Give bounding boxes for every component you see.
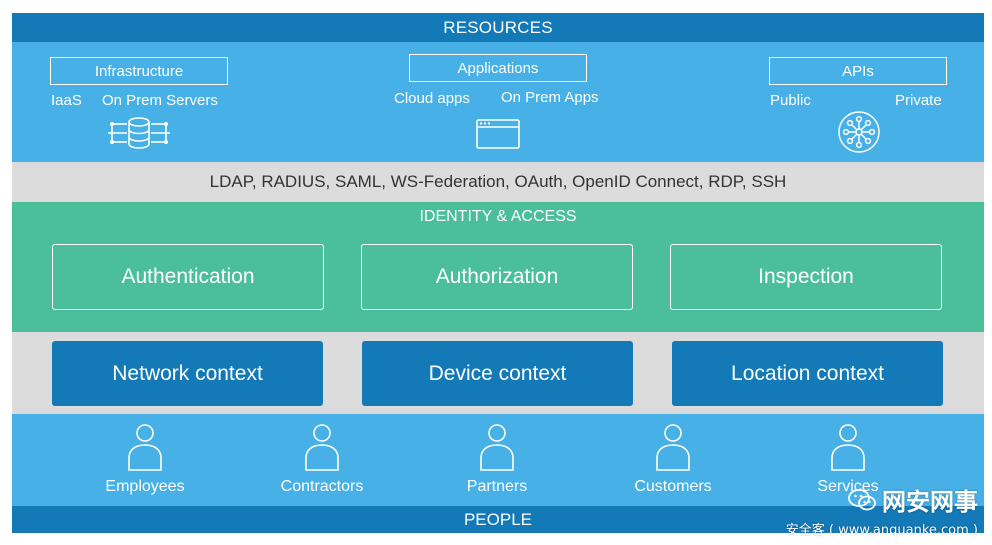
device-context-box: Device context <box>362 341 633 406</box>
people-panel: Employees Contractors Partners Customers <box>12 414 984 506</box>
infrastructure-item-iaas: IaaS <box>51 92 82 109</box>
person-icon <box>128 424 162 471</box>
person-icon <box>480 424 514 471</box>
person-icon <box>831 424 865 471</box>
infrastructure-label: Infrastructure <box>94 62 184 80</box>
person-partners: Partners <box>427 424 567 496</box>
network-context-label: Network context <box>112 361 263 385</box>
authorization-label: Authorization <box>435 265 559 288</box>
watermark-title: 网安网事 <box>786 482 978 517</box>
authentication-box: Authentication <box>52 244 324 310</box>
browser-window-icon <box>476 119 520 149</box>
device-context-label: Device context <box>428 361 567 385</box>
network-hub-icon <box>838 111 880 153</box>
wechat-icon <box>848 488 876 510</box>
applications-label: Applications <box>457 59 539 77</box>
person-customers: Customers <box>603 424 743 496</box>
resources-panel: Infrastructure IaaS On Prem Servers Appl… <box>12 42 984 162</box>
inspection-box: Inspection <box>670 244 942 310</box>
protocols-band: LDAP, RADIUS, SAML, WS-Federation, OAuth… <box>12 162 984 202</box>
person-label-partners: Partners <box>466 478 528 495</box>
watermark-title-text: 网安网事 <box>882 488 978 516</box>
resources-header: RESOURCES <box>12 13 984 42</box>
authorization-box: Authorization <box>361 244 633 310</box>
protocols-list: LDAP, RADIUS, SAML, WS-Federation, OAuth… <box>209 172 787 191</box>
applications-item-onprem-apps: On Prem Apps <box>501 89 599 106</box>
authentication-label: Authentication <box>121 265 255 288</box>
resources-title: RESOURCES <box>443 17 553 37</box>
people-footer: PEOPLE <box>12 506 984 533</box>
watermark: 网安网事 安全客 ( www.anquanke.com ) <box>786 482 978 538</box>
network-context-box: Network context <box>52 341 323 406</box>
applications-item-cloud-apps: Cloud apps <box>394 90 470 107</box>
identity-access-panel: IDENTITY & ACCESS Authentication Authori… <box>12 202 984 332</box>
watermark-subtitle: 安全客 ( www.anquanke.com ) <box>785 523 978 538</box>
identity-access-title: IDENTITY & ACCESS <box>419 208 577 225</box>
people-title: PEOPLE <box>463 509 533 529</box>
context-band: Network context Device context Location … <box>12 332 984 414</box>
apis-label: APIs <box>842 62 874 80</box>
infrastructure-box: Infrastructure <box>50 57 228 85</box>
applications-box: Applications <box>409 54 587 82</box>
person-label-employees: Employees <box>105 478 185 495</box>
person-label-customers: Customers <box>634 478 712 495</box>
infrastructure-item-onprem-servers: On Prem Servers <box>102 92 218 109</box>
person-employees: Employees <box>75 424 215 496</box>
inspection-label: Inspection <box>758 265 854 288</box>
person-icon <box>656 424 690 471</box>
person-contractors: Contractors <box>252 424 392 496</box>
apis-box: APIs <box>769 57 947 85</box>
apis-item-public: Public <box>770 92 811 109</box>
location-context-box: Location context <box>672 341 943 406</box>
location-context-label: Location context <box>731 361 884 385</box>
apis-item-private: Private <box>895 92 942 109</box>
person-label-contractors: Contractors <box>280 478 364 495</box>
person-icon <box>305 424 339 471</box>
database-icon <box>108 117 170 149</box>
